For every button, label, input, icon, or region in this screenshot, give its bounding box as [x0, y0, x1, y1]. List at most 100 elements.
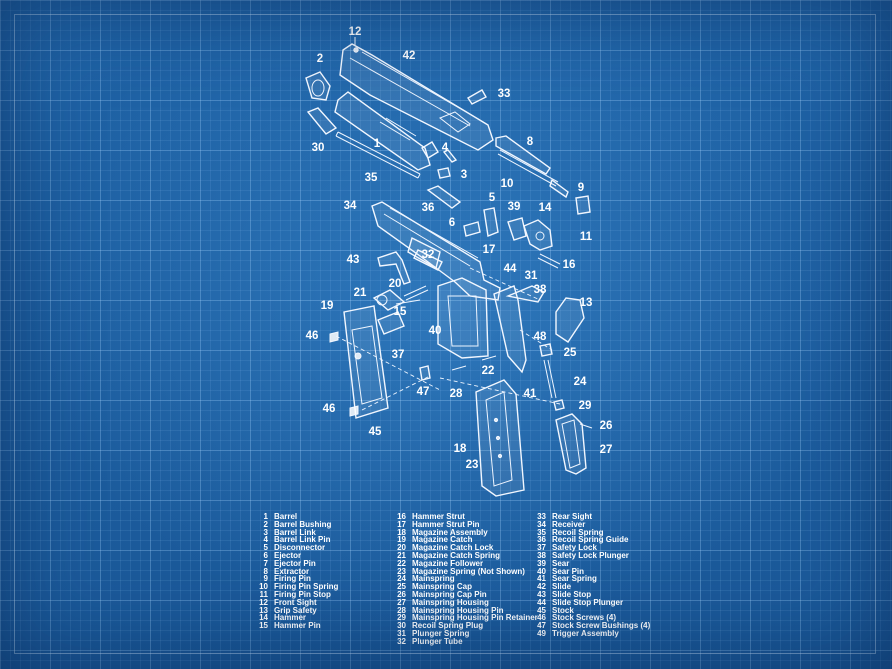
legend-part-name: Trigger Assembly — [552, 628, 619, 638]
callout-label: 20 — [389, 278, 402, 290]
legend-number: 10 — [259, 582, 268, 592]
mainspring-cap-part — [539, 343, 553, 357]
legend-number: 14 — [259, 613, 268, 623]
callout-label: 30 — [312, 142, 325, 154]
callout-label: 9 — [578, 182, 584, 194]
callout-label: 21 — [354, 287, 367, 299]
callout-label: 2 — [317, 53, 323, 65]
callout-label: 6 — [449, 217, 455, 229]
legend-number: 38 — [537, 550, 546, 560]
legend-number: 13 — [259, 605, 268, 615]
legend-part-name: Magazine Catch — [412, 535, 473, 545]
callout-label: 37 — [392, 349, 405, 361]
legend-number: 18 — [397, 527, 406, 537]
callout-label: 32 — [422, 249, 435, 261]
safety-lock-part — [377, 311, 405, 335]
legend-part-name: Magazine Spring (Not Shown) — [412, 566, 525, 576]
callout-label: 48 — [534, 331, 547, 343]
legend-number: 43 — [537, 589, 546, 599]
legend-part-name: Slide Stop Plunger — [552, 597, 624, 607]
legend-part-name: Barrel Bushing — [274, 519, 332, 529]
legend-row: 43 Slide Stop — [528, 591, 650, 599]
legend-number: 37 — [537, 543, 546, 553]
extractor-part — [495, 135, 551, 175]
legend-part-name: Extractor — [274, 566, 310, 576]
legend-number: 7 — [263, 558, 268, 568]
legend-part-name: Slide Stop — [552, 589, 592, 599]
trigger-assembly-part — [437, 277, 489, 359]
callout-label: 16 — [563, 259, 576, 271]
legend-number: 17 — [397, 519, 406, 529]
callout-label: 45 — [369, 426, 382, 438]
legend-number: 24 — [397, 574, 406, 584]
legend-part-name: Receiver — [552, 519, 586, 529]
legend-part-name: Sear Pin — [552, 566, 585, 576]
legend-row: 40 Sear Pin — [528, 566, 650, 576]
legend-part-name: Ejector — [274, 550, 302, 560]
assembly-lines — [335, 267, 561, 411]
callout-label: 28 — [450, 388, 463, 400]
callout-label: 14 — [539, 202, 552, 214]
firing-pin-part — [549, 178, 569, 199]
legend-number: 31 — [397, 628, 406, 638]
callout-label: 31 — [525, 270, 538, 282]
hammer-strut-part — [537, 253, 561, 269]
barrel-part — [334, 91, 431, 171]
legend-number: 23 — [397, 566, 406, 576]
callout-label: 25 — [564, 347, 577, 359]
legend-number: 40 — [537, 566, 546, 576]
mainspring-housing-pin-retainer-part — [553, 399, 565, 411]
legend-part-name: Magazine Assembly — [412, 527, 488, 537]
callout-label: 43 — [347, 254, 360, 266]
callout-label: 33 — [498, 88, 511, 100]
stock-screw-bushing-part — [419, 365, 431, 381]
legend-number: 41 — [537, 574, 546, 584]
sear-spring-part — [493, 285, 527, 374]
callout-label: 12 — [349, 26, 362, 38]
barrel-link-part — [437, 167, 451, 179]
barrel-bushing-part — [305, 71, 331, 101]
callout-label: 5 — [489, 192, 496, 204]
magazine-part — [475, 379, 525, 497]
legend-number: 11 — [259, 589, 268, 599]
callout-label: 11 — [580, 231, 593, 243]
callout-label: 44 — [504, 263, 517, 275]
legend-part-name: Plunger Tube — [412, 636, 463, 646]
recoil-spring-plug-part — [306, 107, 338, 135]
legend-number: 22 — [397, 558, 406, 568]
legend-part-name: Magazine Catch Lock — [412, 543, 494, 553]
callout-label: 47 — [417, 386, 430, 398]
legend-number: 46 — [537, 613, 546, 623]
legend-number: 3 — [263, 527, 268, 537]
legend-part-name: Sear — [552, 558, 570, 568]
legend-part-name: Barrel Link — [274, 527, 316, 537]
legend-part-name: Mainspring Housing Pin Retainer — [412, 613, 538, 623]
plunger-tube-part — [413, 249, 443, 271]
callout-label: 29 — [579, 400, 592, 412]
hammer-part — [523, 219, 553, 251]
callout-label: 35 — [365, 172, 378, 184]
legend-number: 1 — [263, 512, 268, 521]
